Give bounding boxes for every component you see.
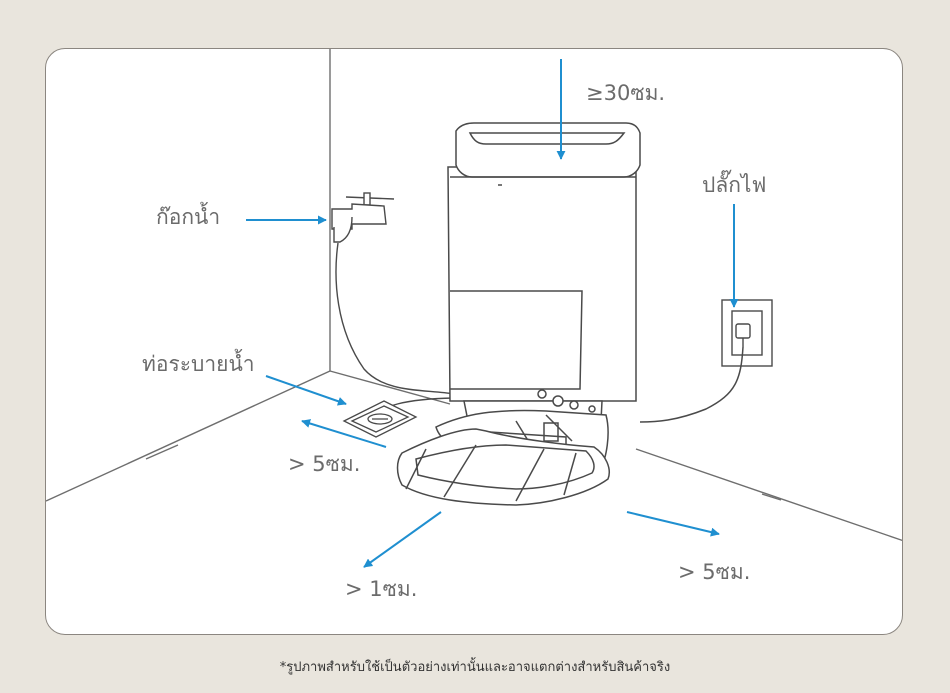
left-clearance-arrow xyxy=(301,419,387,448)
water-faucet-label: ก๊อกน้ำ xyxy=(156,205,221,229)
floor-drain xyxy=(342,400,418,438)
front-clearance-label: > 1ซม. xyxy=(345,577,418,601)
docking-station xyxy=(396,122,641,506)
disclaimer-footnote: *รูปภาพสำหรับใช้เป็นตัวอย่างเท่านั้นและอ… xyxy=(279,660,671,675)
indicator-arrows xyxy=(246,59,739,568)
right-clearance-label: > 5ซม. xyxy=(678,560,751,584)
right-clearance-arrow xyxy=(626,511,720,537)
faucet xyxy=(331,192,395,243)
left-clearance-label: > 5ซม. xyxy=(288,452,361,476)
wall-outlet xyxy=(639,299,773,423)
room-outline xyxy=(46,49,902,542)
height-clearance-label: ≥30ซม. xyxy=(586,81,666,105)
front-clearance-arrow xyxy=(363,511,442,568)
installation-diagram-card: ≥30ซม. ปลั๊กไฟ ก๊อกน้ำ ท่อระบายน้ำ > 5ซม… xyxy=(45,48,903,635)
installation-scene xyxy=(46,49,902,568)
floor-drain-label: ท่อระบายน้ำ xyxy=(142,352,255,376)
power-outlet-label: ปลั๊กไฟ xyxy=(702,173,767,197)
water-hose xyxy=(335,242,455,395)
drain-arrow xyxy=(265,375,347,406)
